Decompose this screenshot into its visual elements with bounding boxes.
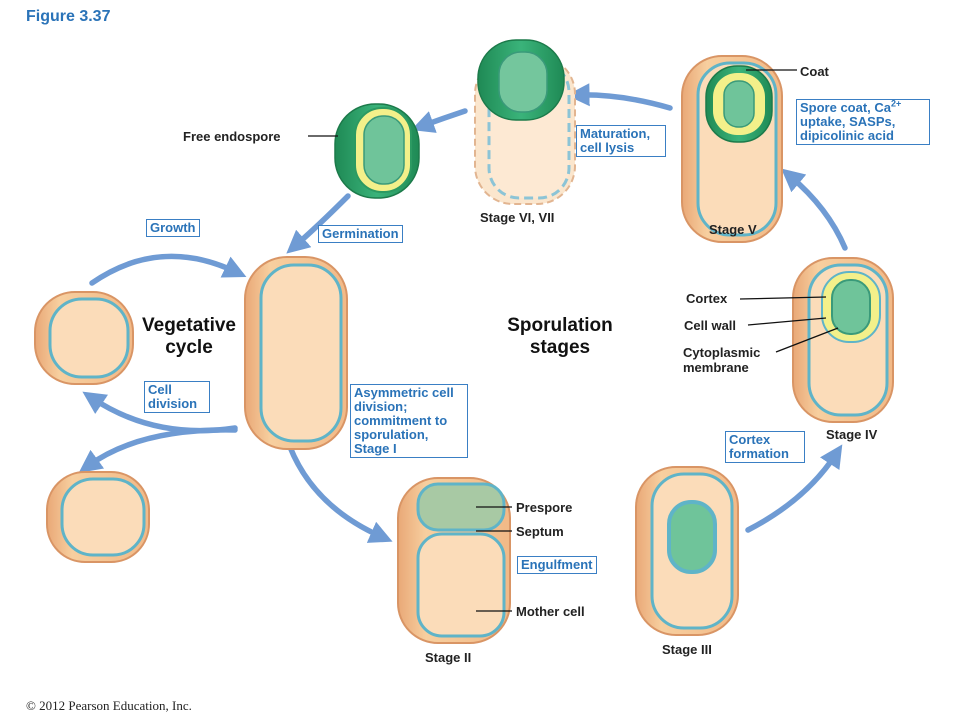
vegetative-cell-left: [34, 291, 134, 385]
sporulation-stages-label: Sporulation stages: [507, 315, 613, 358]
figure-label: Figure 3.37: [26, 8, 111, 25]
stage-6-7-cell: [474, 39, 576, 205]
cortex-formation-box: Cortex formation: [725, 431, 805, 463]
stage-4-label: Stage IV: [826, 427, 878, 442]
stage-2-cell: [397, 477, 511, 644]
arrow-to-stage-6: [566, 83, 673, 111]
coat-label: Coat: [800, 64, 829, 79]
maturation-box: Maturation, cell lysis: [576, 125, 666, 157]
cell-wall-label: Cell wall: [684, 318, 737, 333]
stage-6-7-label: Stage VI, VII: [480, 210, 555, 225]
stage-4-cell: [792, 257, 894, 423]
germination-box: Germination: [318, 225, 403, 243]
prespore-label: Prespore: [516, 500, 573, 515]
arrow-growth: [89, 253, 247, 286]
stage-5-cell: [681, 55, 783, 243]
arrow-to-free-endospore: [411, 108, 468, 133]
free-endospore: [334, 103, 420, 199]
vegetative-cell-large: [244, 256, 348, 450]
septum-label: Septum: [516, 524, 564, 539]
vegetative-cell-bottom: [46, 471, 150, 563]
arrow-division-down: [78, 427, 238, 473]
arrow-to-stage-4: [745, 444, 843, 533]
arrow-germination: [286, 193, 351, 254]
stage-2-label: Stage II: [425, 650, 472, 665]
free-endospore-label: Free endospore: [183, 129, 281, 144]
cell-division-box: Cell division: [144, 381, 210, 413]
stage-3-cell: [635, 466, 739, 636]
growth-box: Growth: [146, 219, 200, 237]
cytoplasmic-membrane-label: Cytoplasmic membrane: [683, 345, 761, 375]
copyright-notice: © 2012 Pearson Education, Inc.: [26, 698, 192, 713]
arrow-to-stage-2: [287, 444, 393, 543]
asymmetric-division-box: Asymmetric cell division; commitment to …: [350, 384, 468, 458]
spore-coat-box: Spore coat, Ca2+ uptake, SASPs, dipicoli…: [796, 99, 930, 145]
vegetative-cycle-label: Vegetative cycle: [142, 315, 236, 358]
cortex-label: Cortex: [686, 291, 728, 306]
stage-3-label: Stage III: [662, 642, 712, 657]
arrow-to-stage-5: [781, 168, 848, 251]
mother-cell-label: Mother cell: [516, 604, 585, 619]
engulfment-box: Engulfment: [517, 556, 597, 574]
stage-5-label: Stage V: [709, 222, 757, 237]
